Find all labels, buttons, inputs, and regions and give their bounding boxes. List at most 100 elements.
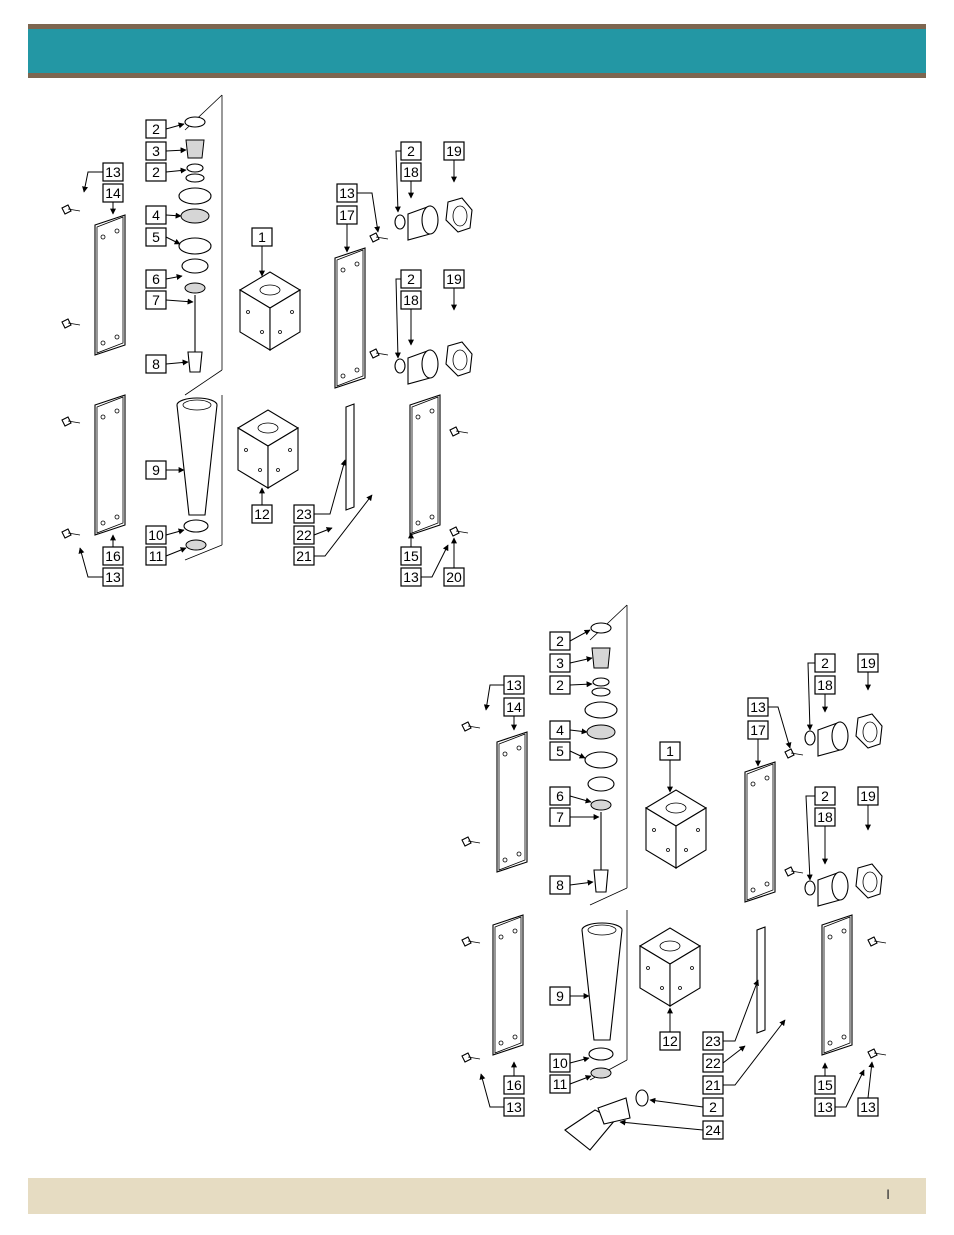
svg-text:2: 2	[556, 677, 564, 693]
svg-text:22: 22	[296, 527, 312, 543]
callout-3: 3	[146, 142, 166, 160]
svg-text:11: 11	[553, 1076, 568, 1092]
callout-6: 6	[146, 270, 166, 288]
svg-text:19: 19	[860, 788, 876, 804]
svg-text:18: 18	[403, 292, 419, 308]
svg-text:2: 2	[152, 164, 160, 180]
callout-9: 9	[146, 461, 166, 479]
svg-text:8: 8	[152, 356, 160, 372]
svg-text:2: 2	[407, 271, 415, 287]
svg-text:16: 16	[105, 548, 121, 564]
svg-text:2: 2	[152, 121, 160, 137]
callout-17: 17	[748, 721, 768, 739]
svg-text:13: 13	[817, 1099, 833, 1115]
callout-11: 11	[146, 547, 166, 565]
svg-text:5: 5	[556, 743, 564, 759]
callout-2: 2	[815, 787, 835, 805]
svg-text:9: 9	[556, 988, 564, 1004]
callout-20: 20	[444, 568, 464, 586]
callout-2: 2	[703, 1098, 723, 1116]
callout-18: 18	[401, 291, 421, 309]
svg-text:18: 18	[817, 809, 833, 825]
callout-14: 14	[103, 184, 123, 202]
callout-19: 19	[858, 787, 878, 805]
callout-7: 7	[550, 808, 570, 826]
svg-text:18: 18	[403, 164, 419, 180]
callout-18: 18	[815, 808, 835, 826]
callout-13: 13	[103, 163, 123, 181]
callout-10: 10	[146, 526, 166, 544]
svg-text:13: 13	[506, 677, 522, 693]
svg-text:19: 19	[446, 271, 462, 287]
callout-23: 23	[294, 505, 314, 523]
svg-text:21: 21	[705, 1077, 721, 1093]
callout-23: 23	[703, 1032, 723, 1050]
diagram-top: 2 3 2 4 5 6 7 8 9 10 11 1 12 13 14 16 13…	[62, 95, 472, 586]
svg-text:22: 22	[705, 1055, 721, 1071]
svg-text:7: 7	[152, 292, 160, 308]
svg-text:21: 21	[296, 548, 312, 564]
callout-13: 13	[815, 1098, 835, 1116]
callout-16: 16	[504, 1076, 524, 1094]
callout-22: 22	[703, 1054, 723, 1072]
svg-text:9: 9	[152, 462, 160, 478]
callout-16: 16	[103, 547, 123, 565]
callout-18: 18	[401, 163, 421, 181]
page-number: I	[886, 1186, 890, 1202]
svg-text:17: 17	[339, 207, 355, 223]
svg-text:16: 16	[506, 1077, 522, 1093]
svg-text:13: 13	[105, 569, 121, 585]
callout-19: 19	[444, 270, 464, 288]
svg-text:2: 2	[821, 655, 829, 671]
callout-1: 1	[660, 742, 680, 760]
callout-12: 12	[252, 505, 272, 523]
svg-text:12: 12	[254, 506, 270, 522]
svg-text:14: 14	[506, 699, 522, 715]
svg-text:1: 1	[258, 229, 266, 245]
callout-21: 21	[703, 1076, 723, 1094]
svg-text:20: 20	[446, 569, 462, 585]
callout-19: 19	[858, 654, 878, 672]
svg-text:10: 10	[148, 527, 164, 543]
callout-17: 17	[337, 206, 357, 224]
svg-text:15: 15	[817, 1077, 833, 1093]
svg-text:6: 6	[152, 271, 160, 287]
svg-text:3: 3	[152, 143, 160, 159]
svg-text:13: 13	[339, 185, 355, 201]
svg-text:14: 14	[105, 185, 121, 201]
callout-4: 4	[550, 721, 570, 739]
callout-4: 4	[146, 206, 166, 224]
callout-6: 6	[550, 787, 570, 805]
svg-text:10: 10	[552, 1055, 568, 1071]
svg-text:2: 2	[821, 788, 829, 804]
callout-3: 3	[550, 654, 570, 672]
svg-text:23: 23	[705, 1033, 721, 1049]
callout-14: 14	[504, 698, 524, 716]
diagram-bottom: 2 3 2 4 5 6 7 8 9 10 11 1 12 13 14 16 13…	[462, 605, 886, 1150]
callout-12: 12	[660, 1032, 680, 1050]
svg-text:7: 7	[556, 809, 564, 825]
callout-8: 8	[146, 355, 166, 373]
footer-bar: I	[28, 1178, 926, 1214]
callout-5: 5	[146, 228, 166, 246]
svg-text:2: 2	[556, 633, 564, 649]
svg-text:24: 24	[705, 1122, 721, 1138]
svg-text:2: 2	[407, 143, 415, 159]
svg-text:5: 5	[152, 229, 160, 245]
callout-2: 2	[550, 632, 570, 650]
svg-text:13: 13	[403, 569, 419, 585]
callout-1: 1	[252, 228, 272, 246]
svg-text:2: 2	[709, 1099, 717, 1115]
svg-text:18: 18	[817, 677, 833, 693]
callout-13: 13	[748, 698, 768, 716]
svg-text:3: 3	[556, 655, 564, 671]
svg-text:12: 12	[662, 1033, 678, 1049]
callout-9: 9	[550, 987, 570, 1005]
svg-text:19: 19	[446, 143, 462, 159]
callout-13: 13	[504, 1098, 524, 1116]
callout-2: 2	[401, 270, 421, 288]
callout-13: 13	[504, 676, 524, 694]
callout-21: 21	[294, 547, 314, 565]
callout-2: 2	[550, 676, 570, 694]
